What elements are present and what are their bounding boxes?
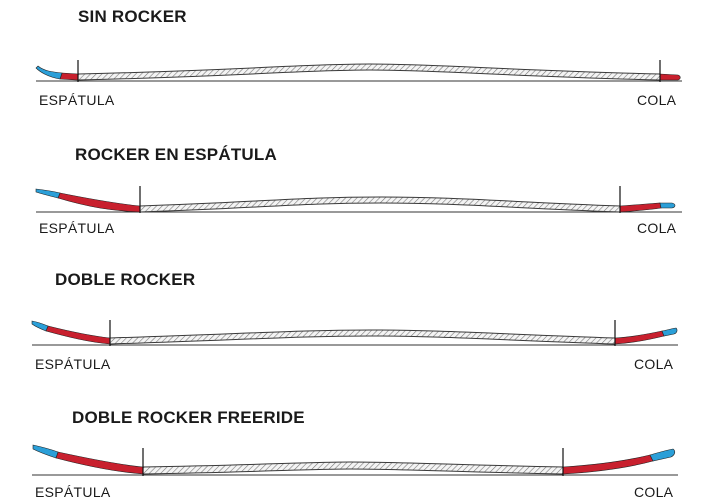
tip-label: ESPÁTULA — [39, 220, 115, 236]
profile-rocker-en-espatula: ROCKER EN ESPÁTULA ESPÁTULA COLA — [35, 145, 682, 236]
profile-doble-rocker: DOBLE ROCKER ESPÁTULA COLA — [31, 270, 678, 372]
profile-sin-rocker: SIN ROCKER ESPÁTULA COLA — [35, 7, 682, 108]
tail-end — [661, 327, 678, 337]
tip-end — [32, 444, 59, 459]
tail-rocker-segment — [659, 73, 681, 81]
tail-label: COLA — [634, 356, 674, 372]
tail-rocker-segment — [562, 454, 654, 475]
tail-rocker-segment — [619, 202, 662, 213]
ski-core — [142, 461, 564, 475]
tail-label: COLA — [634, 484, 674, 500]
tail-label: COLA — [637, 92, 677, 108]
tip-label: ESPÁTULA — [35, 356, 111, 372]
ski-core — [139, 196, 621, 213]
tail-rocker-segment — [614, 330, 665, 345]
ski-core — [109, 329, 616, 345]
tip-label: ESPÁTULA — [39, 92, 115, 108]
tip-label: ESPÁTULA — [35, 484, 111, 500]
tail-label: COLA — [637, 220, 677, 236]
profile-title: SIN ROCKER — [78, 7, 187, 26]
tip-end — [31, 320, 49, 332]
tip-rocker-segment — [45, 325, 111, 345]
tip-rocker-segment — [55, 451, 144, 475]
profile-title: ROCKER EN ESPÁTULA — [75, 145, 277, 164]
profile-title: DOBLE ROCKER — [55, 270, 195, 289]
tail-end — [649, 448, 676, 462]
profile-title: DOBLE ROCKER FREERIDE — [72, 408, 305, 427]
profile-doble-rocker-freeride: DOBLE ROCKER FREERIDE ESPÁTULA COLA — [32, 408, 678, 500]
tip-end — [35, 65, 63, 80]
ski-core — [77, 63, 661, 81]
tail-end — [659, 202, 676, 209]
tip-end — [35, 188, 61, 199]
tip-rocker-segment — [59, 72, 79, 81]
tip-rocker-segment — [57, 192, 141, 213]
